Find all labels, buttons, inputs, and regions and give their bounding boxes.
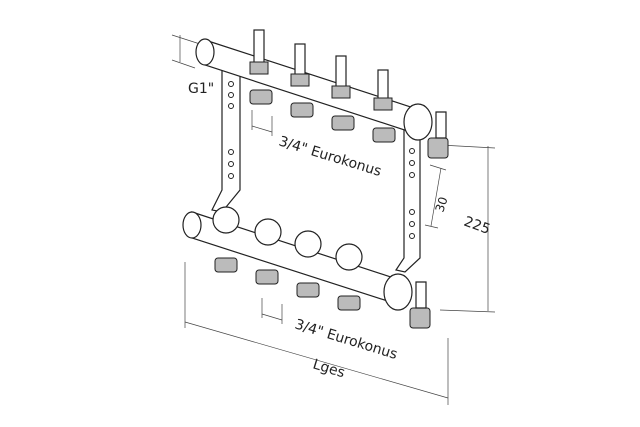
inlet-thread-label: G1" [188,81,214,97]
offset-dimension-label: 30 [433,195,451,214]
bottom-outlets [214,257,361,311]
wall-brackets [211,59,421,273]
return-manifold [182,206,431,329]
supply-manifold [195,29,449,159]
total-length-label: Lges [311,357,347,382]
flow-meters [249,29,393,111]
top-outlets [249,89,396,143]
bottom-outlets-label: 3/4" Eurokonus [293,317,399,363]
top-outlets-label: 3/4" Eurokonus [277,134,383,180]
dimension-lines [171,34,496,405]
valve-caps [212,206,363,271]
height-dimension-label: 225 [462,214,493,238]
